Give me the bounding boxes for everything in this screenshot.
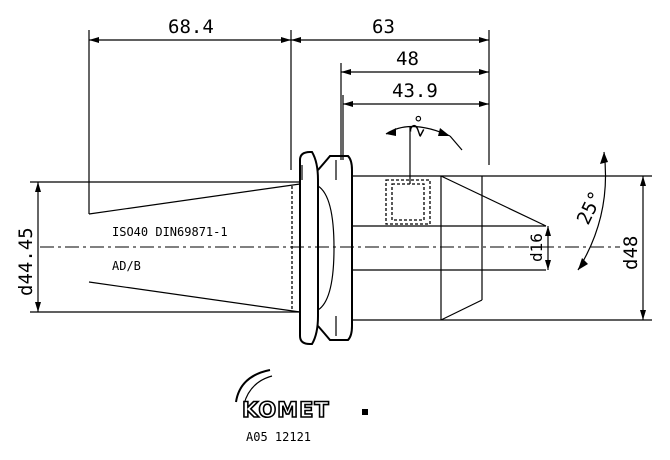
dim-d48: d48 (620, 236, 642, 270)
logo-dot (362, 409, 368, 415)
komet-logo (235, 369, 273, 405)
dim-d44-45: d44.45 (15, 227, 37, 296)
standard-label: ISO40 DIN69871-1 (112, 225, 228, 239)
extension-lines (88, 30, 490, 214)
dim-d16: d16 (527, 233, 546, 262)
taper-angle-arc (385, 125, 463, 184)
dim-bore-diameter (545, 226, 551, 270)
chamfer-angle-arc (577, 151, 608, 271)
dim-outer-diameter (482, 175, 652, 321)
dim-68-4: 68.4 (168, 16, 214, 38)
variant-label: AD/B (112, 259, 141, 273)
dim-63: 63 (372, 16, 395, 38)
taper-cone (88, 183, 301, 313)
dim-43-9: 43.9 (392, 80, 438, 102)
shank-body (352, 175, 547, 321)
komet-logo-text: KOMET (242, 398, 330, 422)
part-number: A05 12121 (246, 430, 311, 444)
flange (299, 151, 353, 345)
dim-48: 48 (396, 48, 419, 70)
dimension-lines-top (89, 37, 489, 107)
dim-flange-diameter (30, 181, 300, 313)
bore (352, 179, 546, 271)
dim-25-deg: 25° (573, 188, 608, 228)
